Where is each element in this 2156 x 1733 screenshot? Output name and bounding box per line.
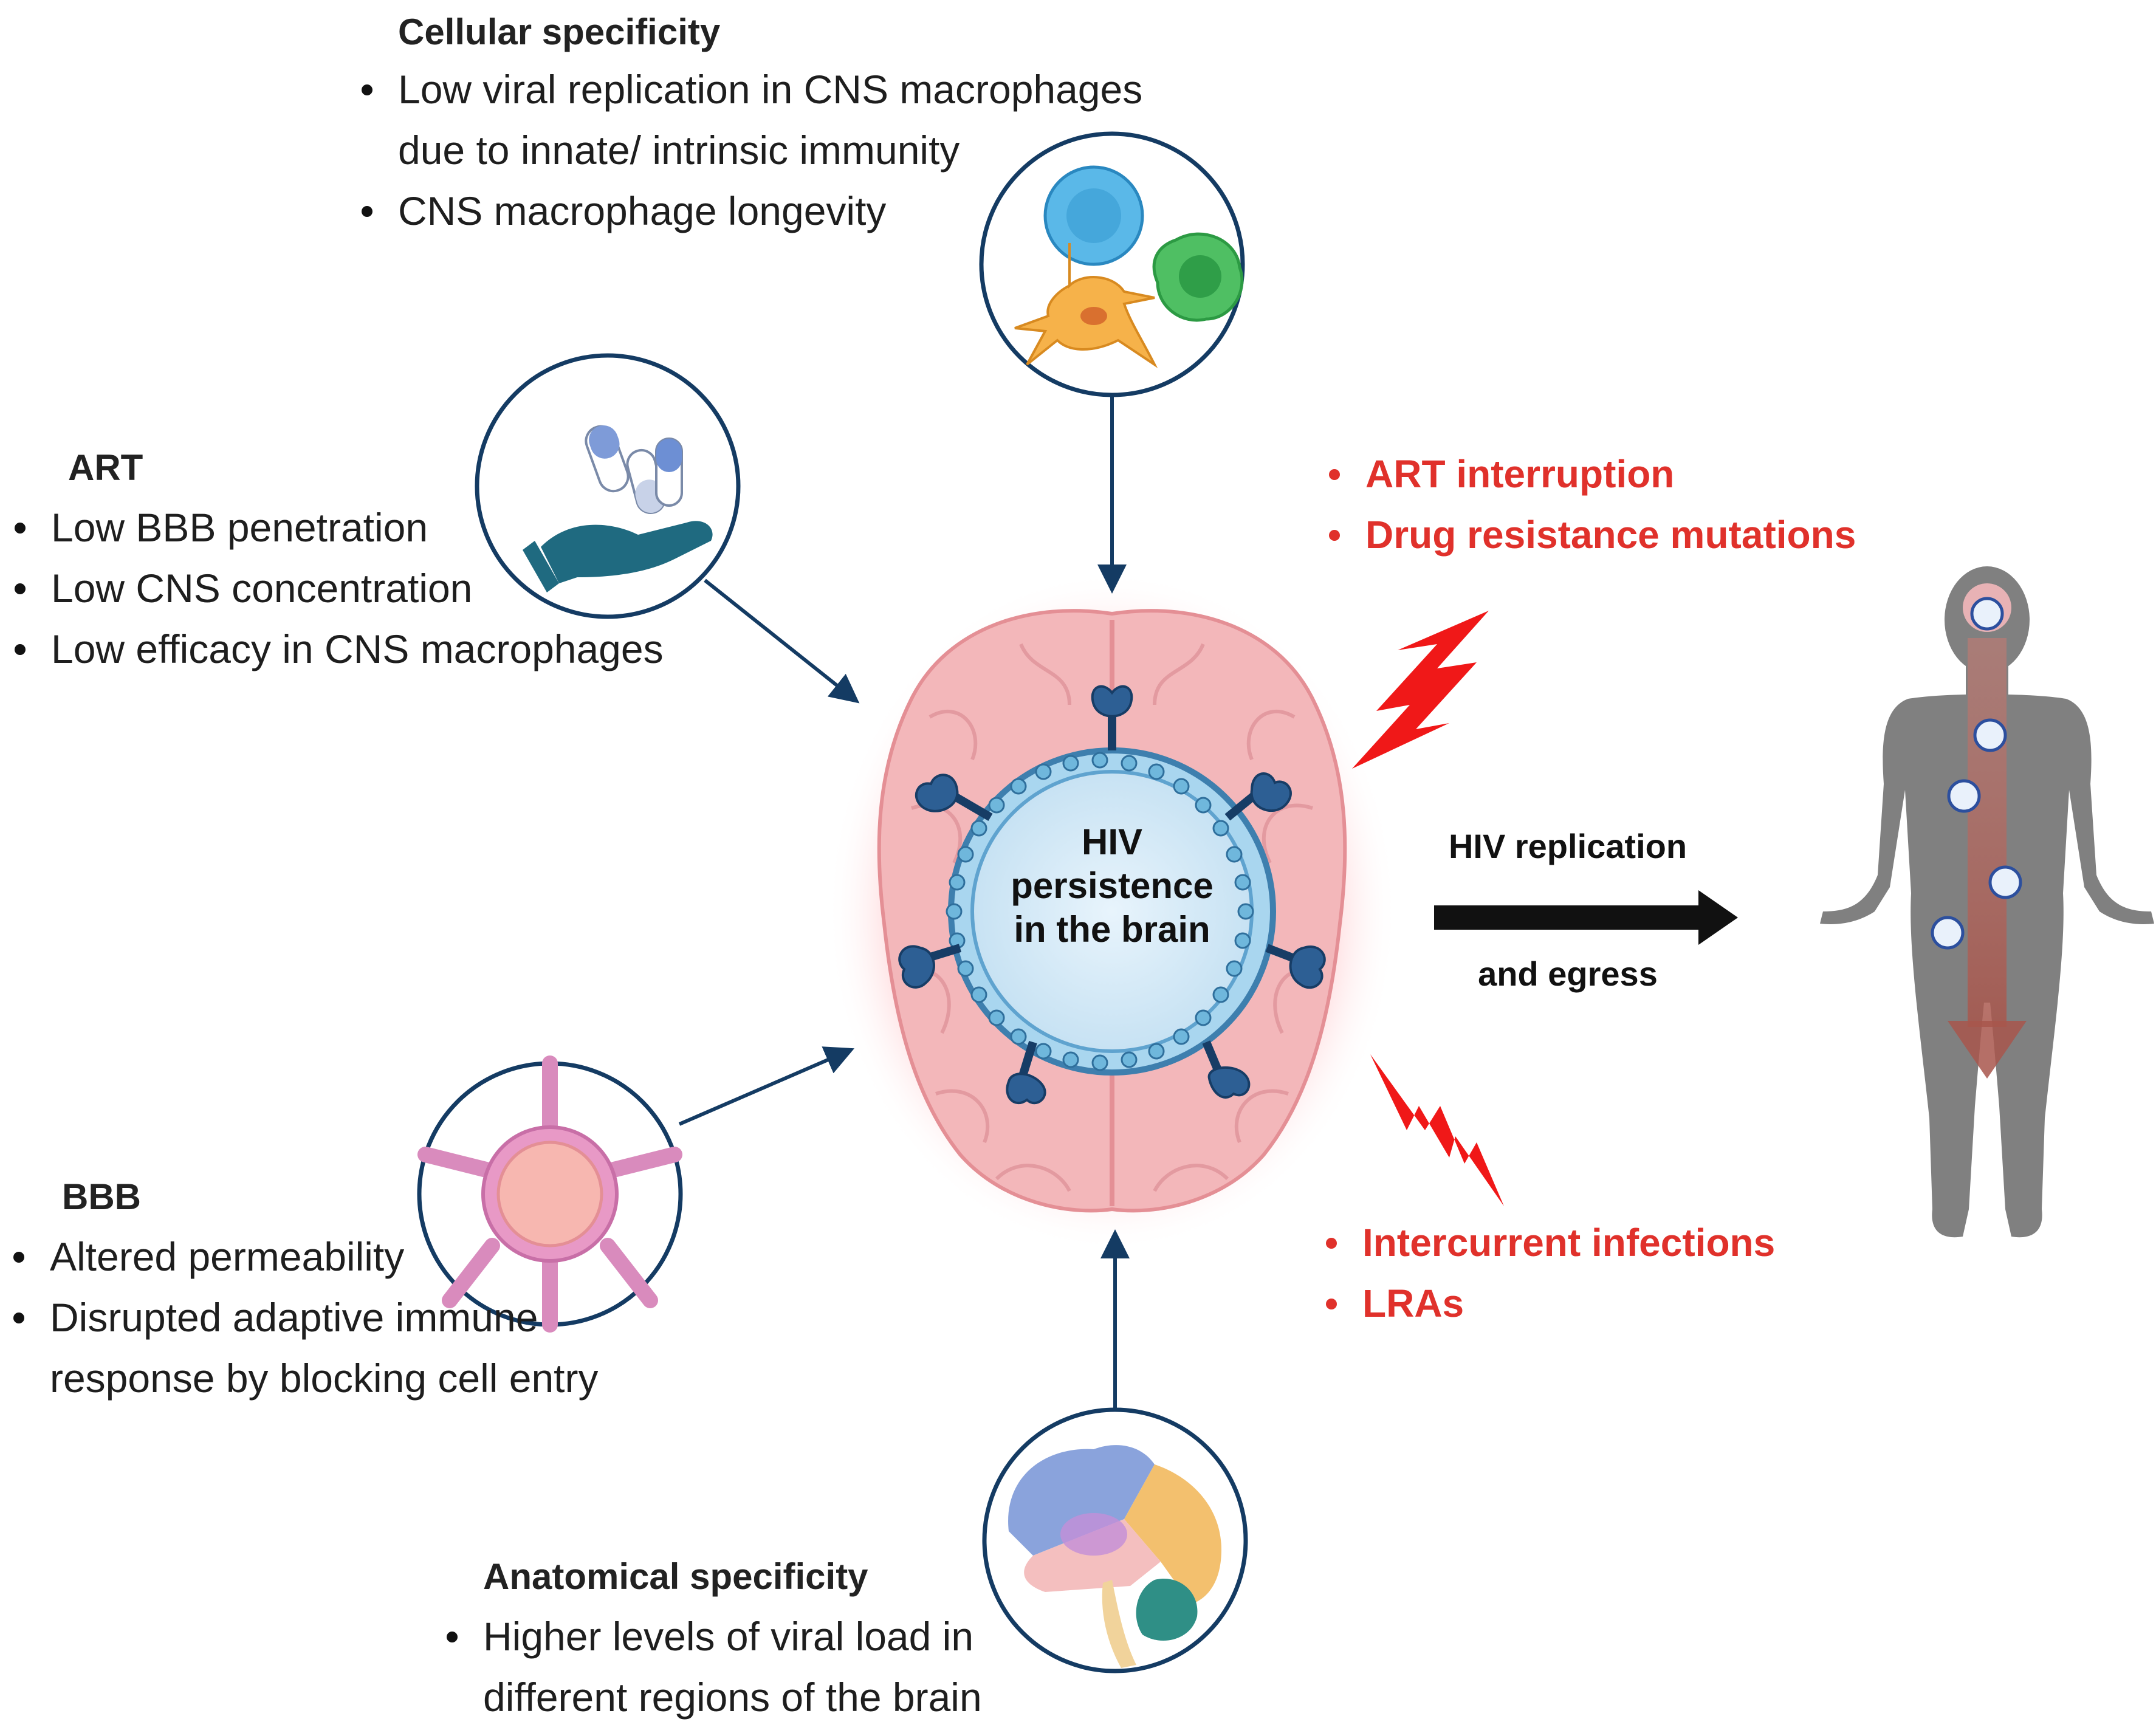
bbb-list: Altered permeability Disrupted adaptive … xyxy=(6,1226,670,1409)
anatomical-list: Higher levels of viral load in different… xyxy=(439,1606,1066,1728)
lightning-icon-bottom xyxy=(1370,1054,1504,1206)
art-title: ART xyxy=(68,447,143,488)
arrow-art xyxy=(704,578,860,704)
virus-icon xyxy=(1931,597,2022,950)
anatomical-title: Anatomical specificity xyxy=(483,1556,868,1597)
blood-vessel-icon xyxy=(417,1055,682,1333)
cellular-list: Low viral replication in CNS macrophages… xyxy=(354,59,1200,241)
center-line-2: persistence xyxy=(1011,865,1214,906)
arrow-bbb xyxy=(678,1046,855,1126)
lightning-icon-top xyxy=(1352,611,1489,769)
brain-sagittal-icon xyxy=(1008,1445,1221,1668)
egress-label-1: HIV replication xyxy=(1448,827,1687,865)
center-line-1: HIV xyxy=(1081,822,1143,862)
cellular-block: Cellular specificity Low viral replicati… xyxy=(362,11,1200,241)
art-item: Low efficacy in CNS macrophages xyxy=(7,619,736,679)
trigger-item: ART interruption xyxy=(1322,444,1929,504)
cellular-title: Cellular specificity xyxy=(398,12,721,52)
bbb-item: Altered permeability xyxy=(6,1226,670,1287)
art-item: Low CNS concentration xyxy=(7,558,736,619)
egress-label-2: and egress xyxy=(1478,955,1658,993)
cellular-item: Low viral replication in CNS macrophages… xyxy=(354,59,1200,180)
bbb-title: BBB xyxy=(62,1176,141,1217)
triggers-bottom: Intercurrent infections LRAs xyxy=(1319,1212,1926,1334)
art-item: Low BBB penetration xyxy=(7,497,736,558)
art-list: Low BBB penetration Low CNS concentratio… xyxy=(7,497,736,679)
pills-hand-icon xyxy=(523,425,713,592)
trigger-item: Drug resistance mutations xyxy=(1322,504,1929,565)
center-line-3: in the brain xyxy=(1014,909,1210,950)
art-block: ART Low BBB penetration Low CNS concentr… xyxy=(15,447,736,679)
bbb-block: BBB Altered permeability Disrupted adapt… xyxy=(13,1176,670,1409)
anatomical-item: Higher levels of viral load in different… xyxy=(439,1606,1066,1728)
trigger-item: LRAs xyxy=(1319,1273,1926,1334)
center-label: HIV persistence in the brain xyxy=(1003,820,1221,952)
cells-icon xyxy=(1014,165,1244,368)
triggers-bottom-list: Intercurrent infections LRAs xyxy=(1319,1212,1926,1334)
triggers-top: ART interruption Drug resistance mutatio… xyxy=(1322,444,1929,565)
hiv-virion-icon xyxy=(898,685,1326,1105)
cellular-item: CNS macrophage longevity xyxy=(354,180,1200,241)
triggers-top-list: ART interruption Drug resistance mutatio… xyxy=(1322,444,1929,565)
human-body-icon xyxy=(1820,566,2154,1238)
bbb-item: Disrupted adaptive immune response by bl… xyxy=(6,1287,670,1409)
egress-arrow xyxy=(1434,890,1738,945)
trigger-item: Intercurrent infections xyxy=(1319,1212,1926,1273)
anatomical-block: Anatomical specificity Higher levels of … xyxy=(447,1556,1066,1728)
